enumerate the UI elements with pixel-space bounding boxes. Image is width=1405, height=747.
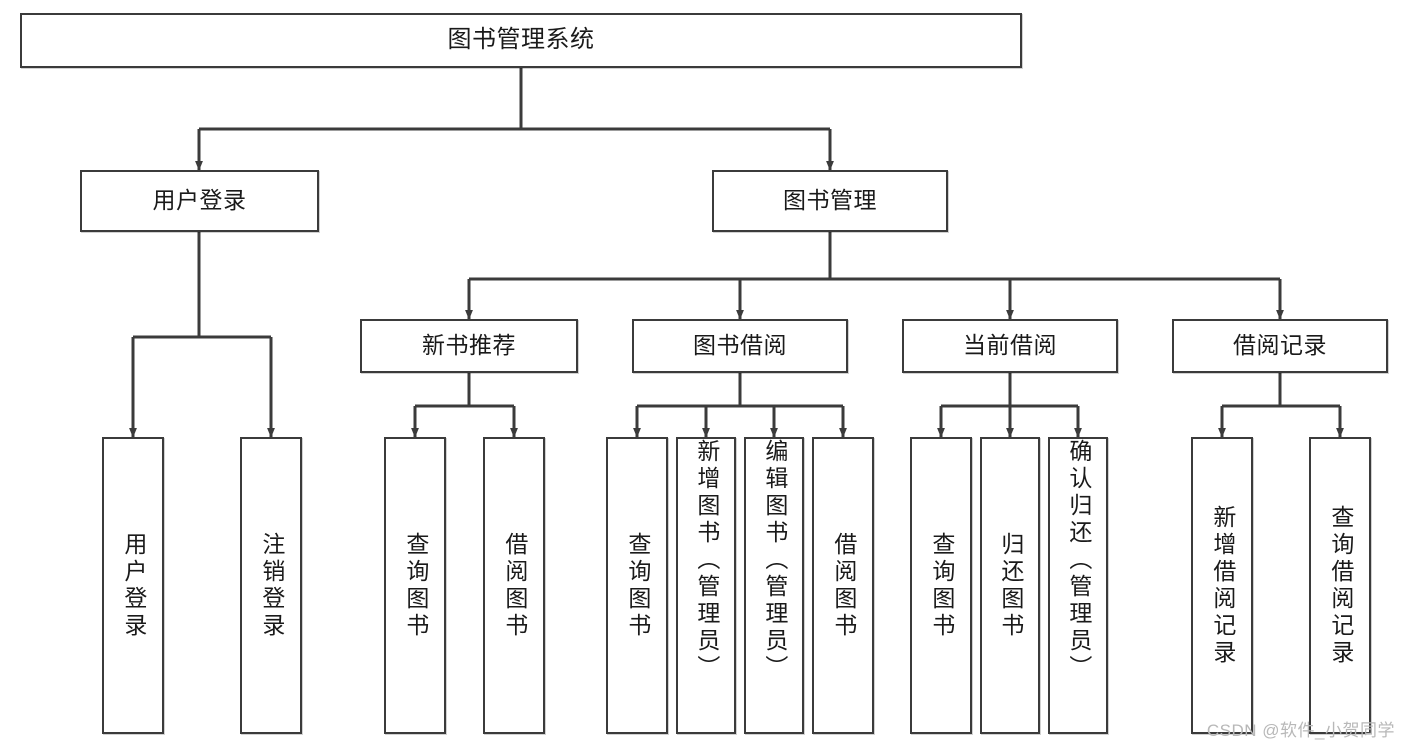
csdn-watermark: CSDN @软件_小贺同学 [1206,721,1395,740]
node-root-book-management-system[interactable]: 图书管理系统 [20,13,1022,68]
node-label: 图书管理系统 [447,26,595,54]
node-label: 借阅图书 [501,531,528,640]
node-label: 编辑图书（管理员） [761,439,788,682]
node-label: 注销登录 [258,531,285,640]
node-book-management[interactable]: 图书管理 [712,170,948,232]
leaf-edit-book-admin[interactable]: 编辑图书（管理员） [744,437,804,734]
leaf-user-logout[interactable]: 注销登录 [240,437,302,734]
leaf-query-book-borrow[interactable]: 查询图书 [606,437,668,734]
leaf-borrow-book[interactable]: 借阅图书 [812,437,874,734]
leaf-add-borrow-record[interactable]: 新增借阅记录 [1191,437,1253,734]
node-label: 查询借阅记录 [1327,504,1354,667]
node-label: 查询图书 [928,531,955,640]
node-label: 借阅记录 [1233,332,1327,359]
node-borrow-record[interactable]: 借阅记录 [1172,319,1388,373]
node-label: 确认归还（管理员） [1065,439,1092,682]
leaf-return-book[interactable]: 归还图书 [980,437,1040,734]
node-label: 借阅图书 [830,531,857,640]
node-label: 新书推荐 [422,332,516,359]
node-label: 归还图书 [997,531,1024,640]
node-book-borrow[interactable]: 图书借阅 [632,319,848,373]
node-new-book-recommendation[interactable]: 新书推荐 [360,319,578,373]
leaf-query-book-current[interactable]: 查询图书 [910,437,972,734]
leaf-confirm-return-admin[interactable]: 确认归还（管理员） [1048,437,1108,734]
leaf-user-login[interactable]: 用户登录 [102,437,164,734]
node-label: 用户登录 [152,187,247,214]
node-user-login[interactable]: 用户登录 [80,170,319,232]
node-label: 用户登录 [120,531,147,640]
node-label: 当前借阅 [963,332,1057,359]
node-label: 查询图书 [402,531,429,640]
node-current-borrow[interactable]: 当前借阅 [902,319,1118,373]
leaf-query-book-recommendation[interactable]: 查询图书 [384,437,446,734]
node-label: 图书借阅 [693,332,787,359]
node-label: 查询图书 [624,531,651,640]
node-label: 新增借阅记录 [1209,504,1236,667]
leaf-add-book-admin[interactable]: 新增图书（管理员） [676,437,736,734]
leaf-borrow-book-recommendation[interactable]: 借阅图书 [483,437,545,734]
node-label: 新增图书（管理员） [693,439,720,682]
node-label: 图书管理 [783,187,877,214]
leaf-query-borrow-record[interactable]: 查询借阅记录 [1309,437,1371,734]
